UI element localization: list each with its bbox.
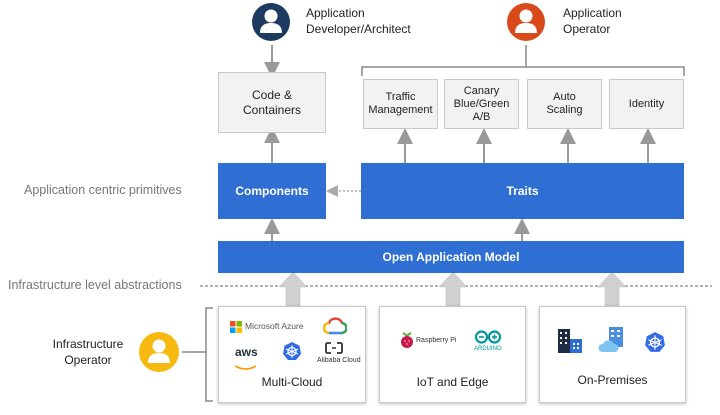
operator-bracket [361,66,685,76]
aws-logo-text: aws [235,345,258,359]
infra-operator-avatar-icon [138,331,180,373]
infra-abstractions-label: Infrastructure level abstractions [8,278,182,292]
multicloud-label: Multi-Cloud [261,375,323,389]
code-containers-box: Code & Containers [218,72,326,133]
oam-box: Open Application Model [218,241,684,273]
gcp-logo-icon [322,317,348,335]
developer-avatar-icon [251,2,291,42]
infra-operator-label: Infrastructure Operator [52,337,124,367]
building-icon [556,327,584,355]
canary-label: Canary Blue/Green A/B [453,84,510,123]
arduino-logo-icon [474,330,502,344]
multicloud-card: Microsoft Azure aws Alibaba Cloud Multi-… [218,306,366,403]
aws-smile-icon [234,358,258,370]
auto-scaling-box: Auto Scaling [527,79,602,129]
kubernetes-onprem-icon [644,331,666,353]
oam-label: Open Application Model [382,250,520,264]
onprem-label: On-Premises [577,373,648,387]
arduino-logo-text: ARDUINO [474,346,502,352]
alibaba-logo-icon [325,341,343,354]
traits-box: Traits [361,163,684,219]
identity-label: Identity [628,97,665,110]
onprem-card: On-Premises [539,306,686,403]
raspberry-pi-icon [400,331,414,349]
traffic-management-label: Traffic Management [368,91,433,116]
azure-logo-icon [230,320,242,333]
azure-logo-text: Microsoft Azure [245,321,304,331]
code-containers-label: Code & Containers [242,87,302,117]
operator-role-label: Application Operator [563,6,622,36]
auto-scaling-label: Auto Scaling [546,91,583,116]
iot-label: IoT and Edge [416,375,489,389]
components-box: Components [218,163,326,219]
traffic-management-box: Traffic Management [363,79,438,129]
server-cloud-icon [598,325,628,355]
components-label: Components [235,184,309,198]
developer-role-label: Application Developer/Architect [306,6,411,36]
app-primitives-label: Application centric primitives [24,183,182,197]
canary-box: Canary Blue/Green A/B [444,79,519,129]
kubernetes-icon [282,341,302,361]
operator-avatar-icon [506,2,546,42]
iot-card: Raspberry Pi ARDUINO IoT and Edge [379,306,526,403]
identity-box: Identity [609,79,684,129]
traits-label: Traits [506,184,539,198]
raspberry-pi-text: Raspberry Pi [416,337,457,344]
alibaba-logo-text: Alibaba Cloud [317,357,361,364]
